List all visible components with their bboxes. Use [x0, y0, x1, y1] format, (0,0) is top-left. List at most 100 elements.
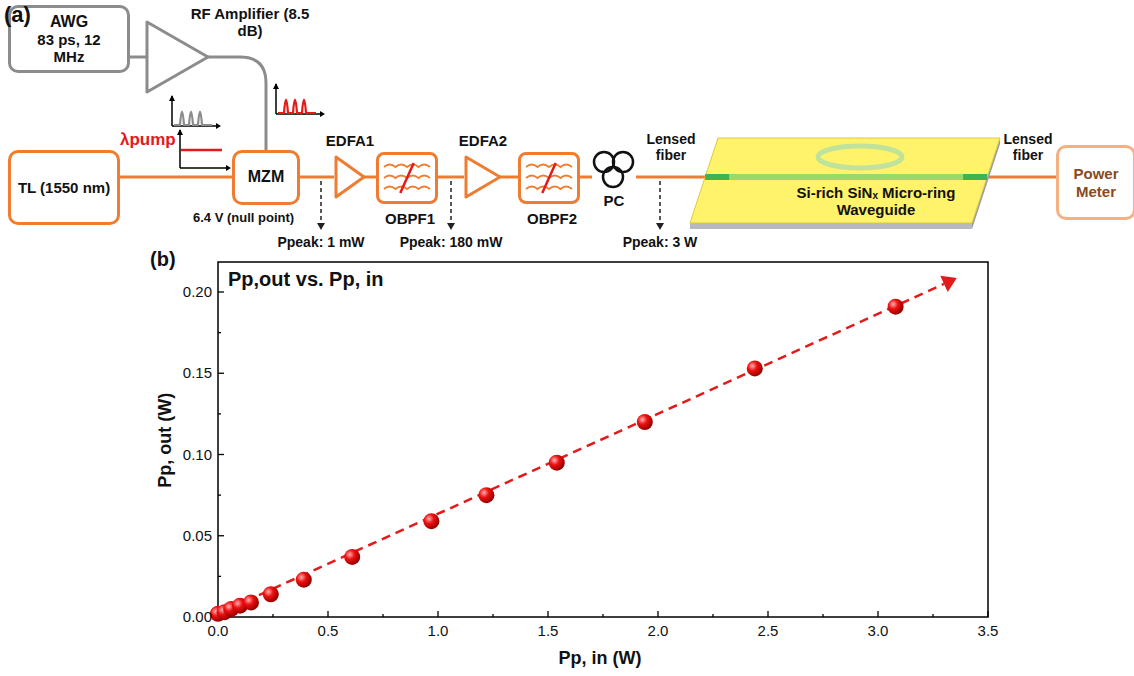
optical-pulse-icon: [278, 100, 316, 114]
device-label: RF Amplifier (8.5 dB): [190, 5, 310, 40]
cw-icon-line: [181, 149, 222, 152]
chart-title: Pp,out vs. Pp, in: [228, 268, 508, 291]
fit-arrowhead: [940, 276, 956, 292]
text-holder: MZM: [235, 153, 297, 202]
tick-label: 0.15: [160, 364, 212, 381]
polarization-controller: PC: [592, 150, 636, 190]
text-holder: TL (1550 nm): [11, 153, 117, 222]
data-point: [296, 572, 312, 588]
tap-arrow: [450, 181, 452, 224]
device-box: Power Meter: [1056, 145, 1134, 220]
x-tick: [437, 611, 438, 617]
triangle-outline: [147, 22, 208, 92]
tap-arrow: [320, 181, 322, 224]
chip-substrate: [690, 223, 972, 229]
coil-loop: [613, 152, 633, 172]
device-label: TL (1550 nm): [18, 179, 110, 196]
x-tick: [492, 614, 493, 617]
filter-wave: [384, 165, 430, 168]
tick-label: 0.20: [160, 283, 212, 300]
y-tick: [218, 332, 221, 333]
chip-top: [690, 138, 1000, 223]
rf-cable: [130, 56, 147, 59]
filter-slash: [400, 163, 413, 193]
micro-ring: [818, 146, 902, 168]
amplifier-triangle: EDFA1: [334, 155, 366, 199]
tick-label: 1.5: [523, 622, 573, 639]
cw-icon-axis-heads: [177, 129, 231, 171]
filter-box: OBPF1: [376, 152, 438, 204]
rf-pulse-icon: [174, 112, 212, 126]
filter-wave: [384, 187, 430, 190]
x-tick: [382, 614, 383, 617]
triangle-outline: [466, 157, 500, 197]
tap-arrow: [659, 181, 661, 224]
waveguide-taper: [705, 174, 729, 180]
y-tick: [218, 373, 224, 374]
panel-letter: (a): [4, 2, 48, 27]
text-holder: Power Meter: [1059, 148, 1133, 217]
optical-fiber: [438, 176, 464, 179]
annotation: Lensed fiber: [1001, 131, 1055, 163]
rf-pulse-icon-axis-heads: [169, 95, 221, 129]
annotation: Ppeak: 3 W: [605, 234, 715, 250]
device-box: MZM6.4 V (null point): [232, 150, 300, 205]
optical-fiber: [364, 176, 376, 179]
filter-slash: [542, 163, 555, 193]
annotation: λpump: [120, 130, 176, 150]
device-label: Power Meter: [1059, 165, 1133, 200]
fit-line: [218, 284, 944, 614]
data-point: [243, 594, 259, 610]
data-point: [478, 487, 494, 503]
shape-outline: [592, 150, 636, 190]
tick-label: 0.0: [193, 622, 243, 639]
tick-label: 2.5: [743, 622, 793, 639]
tap-arrow-head: [447, 223, 455, 230]
data-point: [344, 549, 360, 565]
tick-label: 3.5: [963, 622, 1013, 639]
y-tick: [218, 454, 224, 455]
device-label: PC: [594, 192, 634, 209]
tick-label: 0.05: [160, 527, 212, 544]
device-box: TL (1550 nm): [8, 150, 120, 225]
shape-outline: [334, 155, 366, 199]
optical-fiber: [300, 176, 334, 179]
waveguide-taper: [963, 174, 987, 180]
tick-label: 3.0: [853, 622, 903, 639]
optical-fiber: [120, 176, 232, 179]
x-tick: [822, 614, 823, 617]
x-tick: [987, 611, 988, 617]
rf-pulse-icon-axes: [172, 96, 216, 126]
coil-loop: [603, 167, 623, 187]
x-tick: [712, 614, 713, 617]
tap-arrow-head: [656, 223, 664, 230]
chip-shape: Si-rich SiNₓ Micro-ring Waveguide: [690, 138, 1000, 230]
y-tick: [218, 535, 224, 536]
device-note: 6.4 V (null point): [193, 211, 319, 226]
x-tick: [932, 614, 933, 617]
data-point: [637, 414, 653, 430]
optical-fiber: [987, 176, 1056, 179]
annotation: Ppeak: 1 mW: [266, 234, 376, 250]
device-label: MZM: [248, 168, 284, 186]
optical-fiber: [500, 176, 518, 179]
x-tick: [877, 611, 878, 617]
tick-label: 1.0: [413, 622, 463, 639]
device-label: Si-rich SiNₓ Micro-ring Waveguide: [790, 184, 962, 219]
x-tick: [657, 611, 658, 617]
tick-label: 0.5: [303, 622, 353, 639]
annotation: Lensed fiber: [642, 131, 700, 163]
filter-wave: [526, 187, 572, 190]
x-tick: [602, 614, 603, 617]
optical-pulse-icon-axes: [276, 84, 320, 114]
x-tick: [327, 611, 328, 617]
optical-fiber: [580, 176, 592, 179]
shape-outline: [521, 155, 577, 201]
axis-title: Pp, out (W): [155, 365, 176, 515]
shape-outline: [145, 20, 210, 94]
device-note: 83 ps, 12 MHz: [37, 31, 101, 66]
data-point: [423, 513, 439, 529]
